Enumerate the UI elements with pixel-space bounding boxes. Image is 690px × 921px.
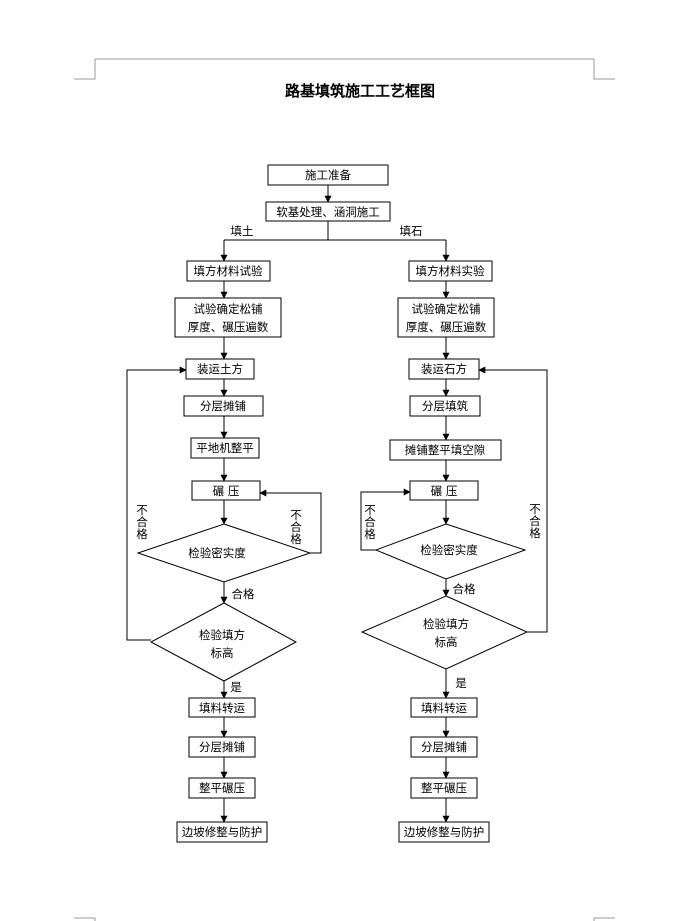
node-right-compaction: 碾 压 (409, 480, 479, 501)
svg-text:不: 不 (529, 502, 541, 516)
edge-right-density-fail-loop (360, 488, 411, 551)
svg-text:合: 合 (290, 520, 302, 534)
node-left-material-test: 填方材料试验 (186, 260, 271, 282)
decision-right-elevation: 检验填方 标高 (360, 595, 529, 670)
node-right-slope-protection: 边坡修整与防护 (398, 821, 490, 843)
label-stone-fill: 填石 (400, 224, 423, 238)
svg-text:合: 合 (529, 514, 541, 528)
svg-text:试验确定松铺: 试验确定松铺 (194, 302, 263, 316)
node-right-level-compact: 整平碾压 (410, 777, 478, 799)
svg-text:检验密实度: 检验密实度 (188, 546, 246, 560)
decision-left-density: 检验密实度 (136, 523, 312, 583)
label-right-density-fail: 不 合 格 (364, 503, 376, 541)
node-left-layered-paving: 分层摊铺 (188, 736, 256, 758)
svg-text:分层填筑: 分层填筑 (422, 399, 468, 413)
node-left-compaction: 碾 压 (191, 480, 261, 501)
svg-text:检验填方: 检验填方 (423, 617, 469, 631)
svg-text:边坡修整与防护: 边坡修整与防护 (182, 825, 263, 839)
label-left-density-fail: 不 合 格 (290, 508, 302, 546)
page-title: 路基填筑施工工艺框图 (285, 82, 435, 100)
svg-text:试验确定松铺: 试验确定松铺 (412, 302, 481, 316)
node-right-layered-paving: 分层摊铺 (410, 736, 478, 758)
node-soft-foundation: 软基处理、涵洞施工 (265, 201, 391, 222)
edge-left-density-fail-loop (259, 489, 322, 554)
node-left-material-transfer: 填料转运 (188, 697, 256, 718)
svg-text:填方材料试验: 填方材料试验 (194, 264, 263, 278)
svg-text:施工准备: 施工准备 (305, 168, 351, 182)
svg-text:厚度、碾压遍数: 厚度、碾压遍数 (188, 320, 269, 334)
node-left-haul-soil: 装运土方 (185, 358, 255, 380)
svg-text:碾 压: 碾 压 (431, 484, 458, 498)
svg-text:格: 格 (364, 527, 376, 541)
svg-text:标高: 标高 (211, 646, 234, 660)
svg-text:填料转运: 填料转运 (199, 701, 245, 715)
svg-text:整平碾压: 整平碾压 (199, 781, 245, 795)
node-left-level-compact: 整平碾压 (188, 777, 256, 799)
svg-text:装运土方: 装运土方 (197, 362, 243, 376)
label-left-elevation-fail: 不 合 格 (136, 503, 148, 541)
label-soil-fill: 填土 (231, 224, 254, 238)
svg-text:合: 合 (364, 515, 376, 529)
svg-text:碾 压: 碾 压 (213, 484, 240, 498)
svg-text:格: 格 (290, 532, 302, 546)
node-right-fill-gaps: 摊铺整平填空隙 (389, 439, 502, 461)
svg-text:边坡修整与防护: 边坡修整与防护 (404, 825, 485, 839)
svg-text:不: 不 (136, 503, 148, 517)
node-right-material-test: 填方材料实验 (408, 260, 493, 282)
node-right-material-transfer: 填料转运 (410, 697, 478, 718)
svg-text:平地机整平: 平地机整平 (196, 441, 254, 455)
label-left-yes: 是 (230, 680, 242, 694)
node-left-loose-thickness: 试验确定松铺 厚度、碾压遍数 (174, 297, 282, 338)
svg-text:格: 格 (529, 526, 541, 540)
svg-text:整平碾压: 整平碾压 (421, 781, 467, 795)
page-corner-marks (74, 58, 615, 921)
label-right-elevation-fail: 不 合 格 (529, 502, 541, 540)
svg-text:厚度、碾压遍数: 厚度、碾压遍数 (406, 320, 487, 334)
svg-text:不: 不 (290, 508, 302, 522)
svg-text:摊铺整平填空隙: 摊铺整平填空隙 (405, 443, 486, 457)
svg-text:填料转运: 填料转运 (421, 701, 467, 715)
edge-left-elevation-fail-loop (126, 366, 187, 641)
label-left-pass: 合格 (232, 587, 255, 601)
connectors (126, 185, 548, 823)
svg-text:格: 格 (136, 527, 148, 541)
decision-left-elevation: 检验填方 标高 (149, 602, 298, 682)
label-right-pass: 合格 (453, 582, 476, 596)
node-right-loose-thickness: 试验确定松铺 厚度、碾压遍数 (397, 297, 495, 338)
svg-text:填方材料实验: 填方材料实验 (416, 264, 485, 278)
node-left-slope-protection: 边坡修整与防护 (176, 821, 268, 843)
svg-text:分层摊铺: 分层摊铺 (200, 399, 246, 413)
node-right-haul-stone: 装运石方 (408, 358, 480, 380)
node-left-layer-spread: 分层摊铺 (183, 395, 264, 417)
svg-text:不: 不 (364, 503, 376, 517)
svg-text:检验填方: 检验填方 (199, 628, 245, 642)
svg-text:标高: 标高 (435, 635, 458, 649)
svg-text:装运石方: 装运石方 (421, 362, 467, 376)
label-right-yes: 是 (455, 676, 467, 690)
edge-right-elevation-fail-loop (478, 366, 548, 633)
node-right-layer-fill: 分层填筑 (409, 395, 481, 417)
svg-text:分层摊铺: 分层摊铺 (199, 740, 245, 754)
decision-right-density: 检验密实度 (374, 523, 527, 580)
node-left-grader-level: 平地机整平 (190, 437, 260, 459)
svg-text:软基处理、涵洞施工: 软基处理、涵洞施工 (276, 205, 380, 219)
svg-text:检验密实度: 检验密实度 (420, 543, 478, 557)
svg-text:合: 合 (136, 515, 148, 529)
node-construction-prep: 施工准备 (267, 164, 389, 186)
svg-text:分层摊铺: 分层摊铺 (421, 740, 467, 754)
